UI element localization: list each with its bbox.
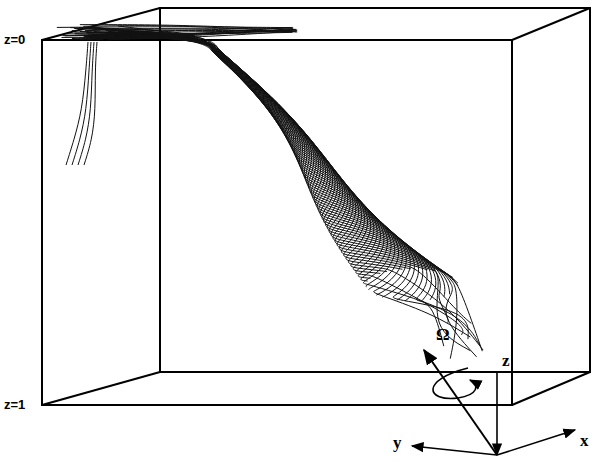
field-line [108, 31, 423, 301]
x-axis [497, 430, 575, 455]
field-line [119, 35, 384, 278]
field-line [88, 34, 448, 323]
field-line [94, 32, 471, 324]
field-line [72, 31, 419, 301]
field-line [94, 36, 457, 359]
field-line [113, 35, 428, 270]
field-line [86, 32, 380, 273]
field-line [118, 26, 482, 351]
field-line [61, 37, 470, 337]
field-line [93, 27, 458, 283]
field-line [74, 28, 293, 29]
axis-label: z [502, 352, 510, 369]
z-axis [496, 372, 498, 455]
rotation-label: Ω [436, 326, 450, 343]
depth-label: z=1 [4, 398, 25, 411]
field-line [75, 34, 470, 351]
axis-label: y [393, 434, 402, 451]
box-edge [512, 372, 590, 405]
field-line [118, 33, 463, 335]
depth-label: z=0 [4, 33, 25, 46]
field-line [118, 31, 411, 269]
field-line [72, 37, 410, 297]
front-face [42, 40, 512, 405]
field-line [66, 42, 88, 165]
field-line [86, 35, 435, 271]
box-edge [512, 8, 590, 40]
axis-label: x [580, 432, 589, 449]
field-line [79, 27, 406, 295]
field-line [72, 42, 91, 165]
field-line [107, 38, 448, 275]
box-edge [42, 372, 160, 405]
field-line [84, 30, 297, 36]
field-line [80, 31, 450, 294]
field-line [98, 34, 395, 287]
field-line [83, 26, 297, 32]
rotation-vector [424, 350, 497, 455]
domain-box [42, 8, 590, 405]
field-line [89, 27, 476, 357]
field-line [105, 31, 468, 339]
field-line [85, 30, 483, 350]
field-line [95, 29, 444, 346]
field-line [84, 36, 453, 277]
field-line [90, 35, 387, 272]
rotation-arrow [433, 368, 476, 398]
axes-symbol [412, 350, 575, 455]
field-line [78, 42, 94, 165]
field-line [84, 42, 97, 165]
y-axis [412, 446, 497, 455]
field-lines [57, 25, 483, 359]
